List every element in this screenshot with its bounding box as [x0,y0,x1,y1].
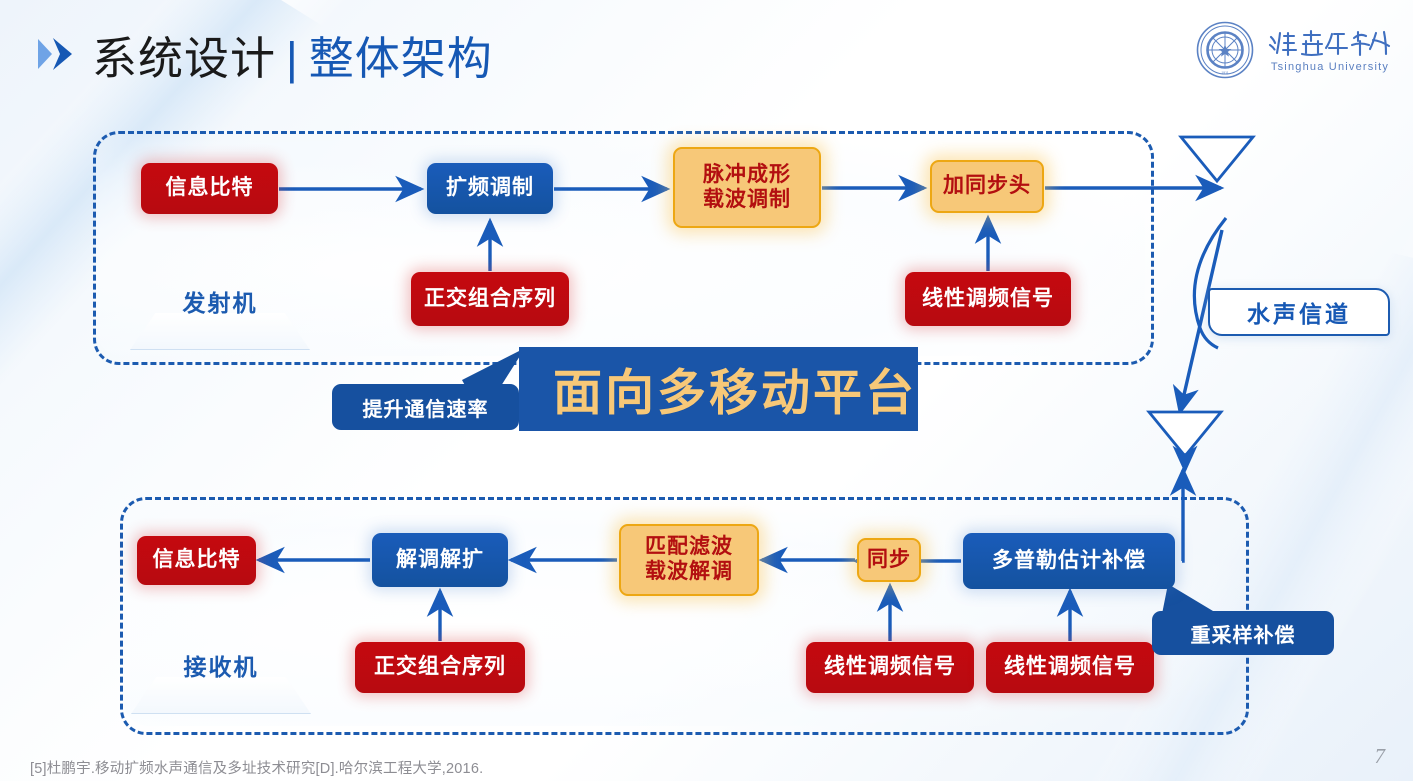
block-rx-demod-despread[interactable]: 解调解扩 [372,533,508,587]
receiver-stage-text: 接收机 [183,654,259,680]
transmitter-stage-label: 发射机 [130,284,310,350]
block-tx-orthogonal-sequence[interactable]: 正交组合序列 [411,272,569,326]
stage-trapezoid-shape [130,313,310,350]
callout-resampling-compensation[interactable]: 重采样补偿 [1152,611,1334,655]
slide-header: 系统设计|整体架构 1911 [0,0,1413,100]
block-tx-info-bits[interactable]: 信息比特 [141,163,278,214]
stage-trapezoid-shape [131,677,311,714]
block-rx-doppler-compensation[interactable]: 多普勒估计补偿 [963,533,1175,589]
page-number: 7 [1374,744,1386,768]
block-rx-info-bits[interactable]: 信息比特 [137,536,256,585]
block-tx-spread-modulation[interactable]: 扩频调制 [427,163,553,214]
block-rx-sync[interactable]: 同步 [857,538,921,582]
overlay-banner-text: 面向多移动平台 [553,366,918,421]
reference-footnote: [5]杜鹏宇.移动扩频水声通信及多址技术研究[D].哈尔滨工程大学,2016. [30,761,484,777]
page-title: 系统设计|整体架构 [92,22,493,87]
rx-antenna-triangle-icon [1146,410,1224,459]
block-tx-chirp-signal[interactable]: 线性调频信号 [905,272,1071,326]
block-tx-pulse-shaping[interactable]: 脉冲成形 载波调制 [673,147,821,228]
tsinghua-chinese-wordmark [1268,29,1391,56]
callout-improve-rate[interactable]: 提升通信速率 [332,384,519,430]
page-title-separator: | [286,33,299,84]
block-rx-matched-filter[interactable]: 匹配滤波 载波解调 [619,524,759,596]
tsinghua-logo: 1911 [1196,18,1391,82]
tx-antenna-triangle-icon [1178,135,1256,184]
tsinghua-seal-icon: 1911 [1196,21,1254,79]
channel-label-box[interactable]: 水声信道 [1208,288,1390,336]
logo-text-group: Tsinghua University [1266,28,1394,73]
transmitter-stage-text: 发射机 [182,290,258,316]
receiver-stage-label: 接收机 [131,648,311,714]
page-title-main: 系统设计 [92,33,277,84]
block-tx-add-sync-header[interactable]: 加同步头 [930,160,1044,213]
double-chevron-right-icon [38,38,72,70]
block-rx-chirp-signal-1[interactable]: 线性调频信号 [806,642,974,693]
block-rx-chirp-signal-2[interactable]: 线性调频信号 [986,642,1154,693]
block-rx-orthogonal-sequence[interactable]: 正交组合序列 [355,642,525,693]
logo-english-name: Tsinghua University [1270,60,1390,73]
overlay-banner: 面向多移动平台 [519,347,918,431]
page-title-accent: 整体架构 [308,33,493,84]
svg-text:1911: 1911 [1221,71,1228,75]
